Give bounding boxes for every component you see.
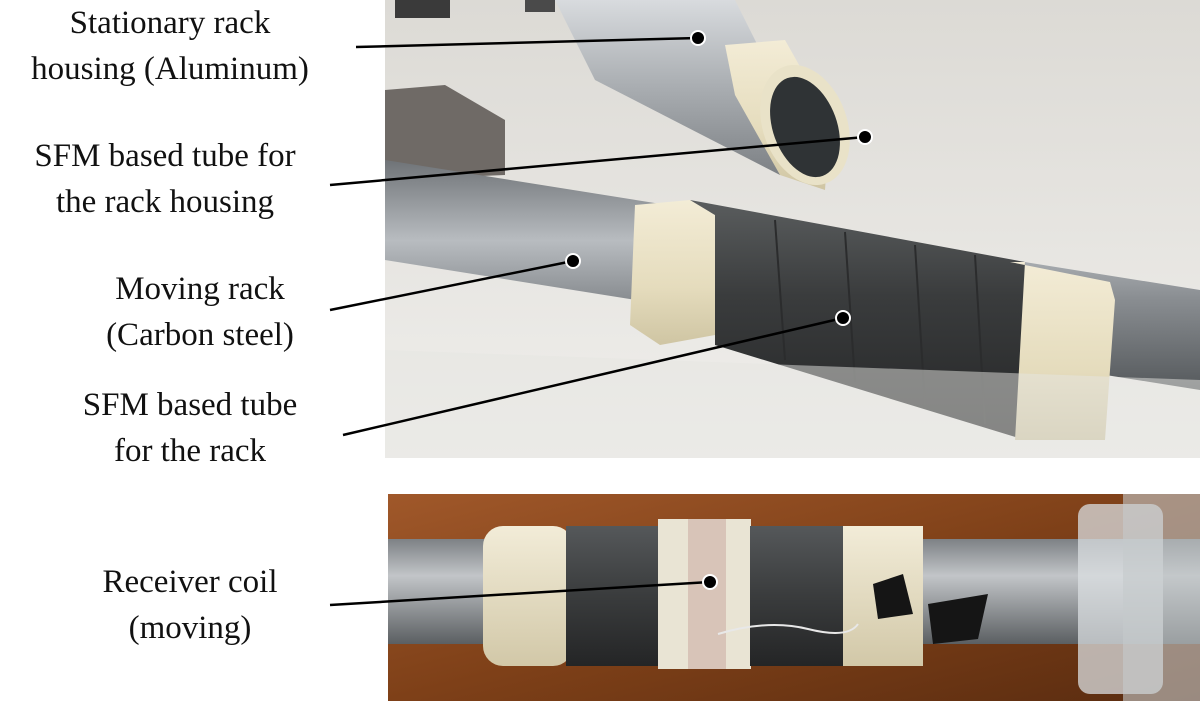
label-line: housing (Aluminum) xyxy=(31,51,309,87)
label-receiver-coil: Receiver coil (moving) xyxy=(60,559,320,651)
label-line: (Carbon steel) xyxy=(106,317,294,353)
photo-rack-assembly xyxy=(385,0,1200,458)
label-sfm-tube-rack: SFM based tube for the rack xyxy=(50,382,330,474)
label-sfm-tube-housing: SFM based tube for the rack housing xyxy=(0,133,330,225)
label-line: Moving rack xyxy=(115,271,285,307)
label-line: Stationary rack xyxy=(69,5,271,41)
label-line: SFM based tube xyxy=(82,387,298,423)
photo-receiver-coil xyxy=(388,494,1200,701)
label-line: (moving) xyxy=(128,610,252,646)
label-line: Receiver coil xyxy=(102,564,278,600)
label-line: the rack housing xyxy=(55,184,275,220)
label-stationary-rack-housing: Stationary rack housing (Aluminum) xyxy=(0,0,340,92)
label-moving-rack: Moving rack (Carbon steel) xyxy=(70,266,330,358)
label-line: for the rack xyxy=(113,433,267,469)
label-line: SFM based tube for xyxy=(34,138,296,174)
